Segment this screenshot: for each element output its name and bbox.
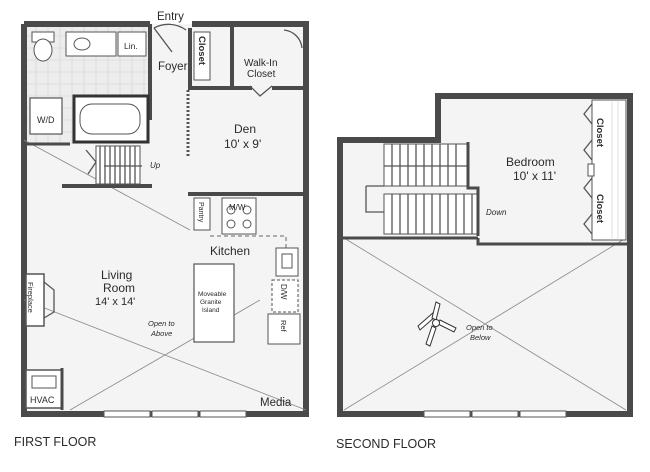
second-floor-windows: [423, 410, 567, 418]
kitchen-cabinets: [193, 197, 301, 345]
label-foyer: Foyer: [158, 61, 188, 73]
first-floor-plan: [21, 21, 309, 418]
label-living-line1: Living: [101, 268, 132, 282]
linen-closet: [117, 31, 147, 57]
stairs-down: [365, 142, 480, 236]
second-floor-caption: SECOND FLOOR: [336, 437, 436, 451]
washer-dryer: [29, 97, 63, 135]
first-floor-exterior-wall: [21, 21, 309, 417]
entry-door: [153, 23, 187, 53]
fireplace: [25, 273, 55, 327]
second-floor-exterior-wall: [337, 93, 633, 417]
label-refrigerator: Ref: [279, 320, 288, 333]
label-island-line1: Moveable: [198, 291, 227, 298]
dishwasher: [271, 279, 299, 313]
label-open-below-line1: Open to: [466, 323, 493, 332]
walkin-closet-door: [249, 85, 273, 97]
label-washer-dryer: W/D: [37, 115, 55, 125]
foyer-closet: [193, 31, 211, 81]
granite-island: [193, 263, 235, 343]
label-stairs-down: Down: [486, 208, 507, 217]
range-cooktop: [221, 197, 257, 235]
toilet-icon: [31, 31, 55, 62]
label-dishwasher: D/W: [279, 284, 288, 300]
label-living-line2: Room: [103, 281, 135, 295]
label-stairs-up: Up: [150, 161, 161, 170]
label-walkin-line1: Walk-In: [244, 58, 278, 69]
first-floor-windows: [103, 410, 247, 418]
label-den-size: 10' x 9': [224, 137, 261, 151]
label-open-above-line2: Above: [150, 329, 172, 338]
label-closet-bottom: Closet: [594, 194, 605, 224]
bathtub-icon: [72, 94, 150, 144]
walkin-closet-shelf: [283, 29, 303, 49]
walkin-closet-wall: [230, 26, 304, 90]
label-open-below-line2: Below: [470, 333, 491, 342]
label-media: Media: [260, 397, 292, 409]
foyer-closet-wall: [188, 28, 232, 90]
label-den: Den: [234, 122, 256, 136]
label-living-size: 14' x 14': [95, 296, 135, 308]
bedroom-closets: [583, 99, 627, 241]
label-island-line2: Granite: [200, 299, 222, 306]
label-closet-top: Closet: [594, 118, 605, 148]
label-open-above-line1: Open to: [148, 319, 175, 328]
pantry: [193, 197, 211, 231]
label-bedroom-size: 10' x 11': [513, 169, 556, 183]
label-pantry: Pantry: [197, 202, 204, 223]
label-fireplace: Fireplace: [26, 282, 35, 313]
label-entry: Entry: [157, 11, 184, 23]
label-walkin-line2: Closet: [247, 69, 276, 80]
label-linen: Lin.: [124, 41, 138, 51]
label-island-line3: Island: [202, 307, 220, 314]
label-hvac: HVAC: [30, 395, 55, 405]
stairs-up: [85, 145, 142, 185]
second-floor-plan: [337, 93, 633, 418]
label-kitchen: Kitchen: [210, 244, 250, 258]
label-bedroom: Bedroom: [506, 155, 555, 169]
open-below-diagonal: [343, 237, 627, 411]
bathroom-sink-icon: [65, 31, 117, 57]
first-floor-caption: FIRST FLOOR: [14, 435, 96, 449]
refrigerator: [267, 313, 301, 345]
railing-wall: [340, 236, 628, 246]
ceiling-fan-icon: [417, 301, 457, 347]
label-foyer-closet: Closet: [196, 36, 207, 66]
hvac-unit: [25, 368, 64, 410]
label-microwave: M/W: [229, 203, 246, 212]
